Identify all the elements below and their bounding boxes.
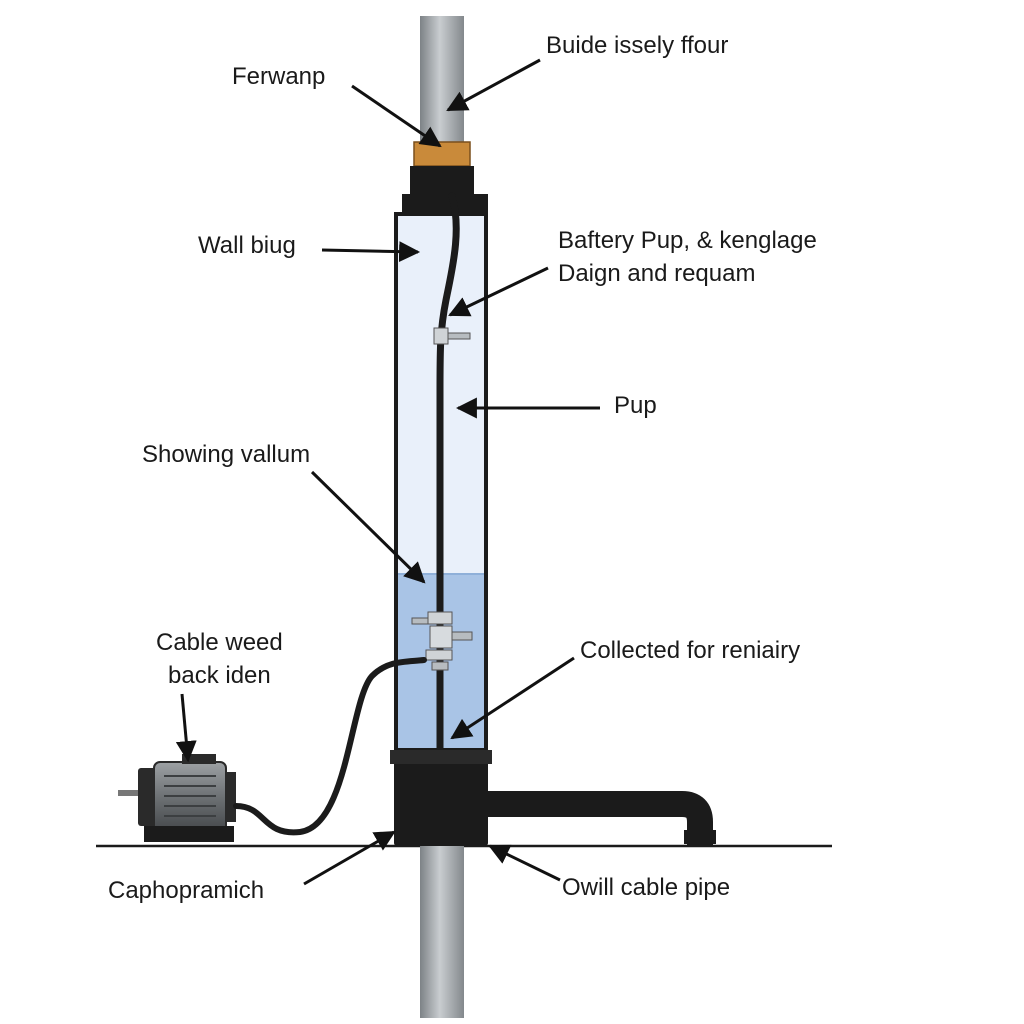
label-cable-line2: back iden [168, 662, 271, 689]
arrow-wall [321, 241, 421, 263]
outlet-pipe-end [684, 830, 716, 844]
arrow-ferwanp [351, 84, 442, 148]
label-cable-line1: Cable weed [156, 629, 283, 656]
label-showing: Showing vallum [142, 441, 310, 468]
bottom-gray-pipe [420, 846, 464, 1018]
label-battery-line2: Daign and requam [558, 260, 755, 287]
riser-pipe [436, 192, 460, 752]
orange-coupling [413, 141, 471, 167]
label-wall: Wall biug [198, 232, 296, 259]
label-caphopramich: Caphopramich [108, 877, 264, 904]
label-owill: Owill cable pipe [562, 874, 730, 901]
motor-unit [118, 754, 236, 842]
arrow-collected [450, 656, 575, 740]
base-block-rim [390, 750, 492, 764]
label-pup: Pup [614, 392, 657, 419]
arrow-cable [175, 693, 197, 763]
cable [233, 657, 427, 836]
pump-fittings [411, 611, 473, 671]
label-collected: Collected for reniairy [580, 637, 800, 664]
arrow-caphopramich [303, 830, 396, 886]
outlet-pipe [486, 791, 713, 846]
label-buide: Buide issely ffour [546, 32, 728, 59]
top-gray-pipe [420, 16, 464, 146]
arrow-showing [310, 470, 426, 584]
black-cap-base [402, 194, 488, 214]
base-block [394, 750, 488, 846]
label-battery-line1: Baftery Pup, & kenglage [558, 227, 817, 254]
black-cap [410, 166, 474, 194]
upper-fitting [433, 327, 471, 345]
label-ferwanp: Ferwanp [232, 63, 325, 90]
arrow-battery [448, 266, 549, 317]
arrow-owill [488, 844, 561, 882]
arrow-buide [446, 58, 541, 112]
